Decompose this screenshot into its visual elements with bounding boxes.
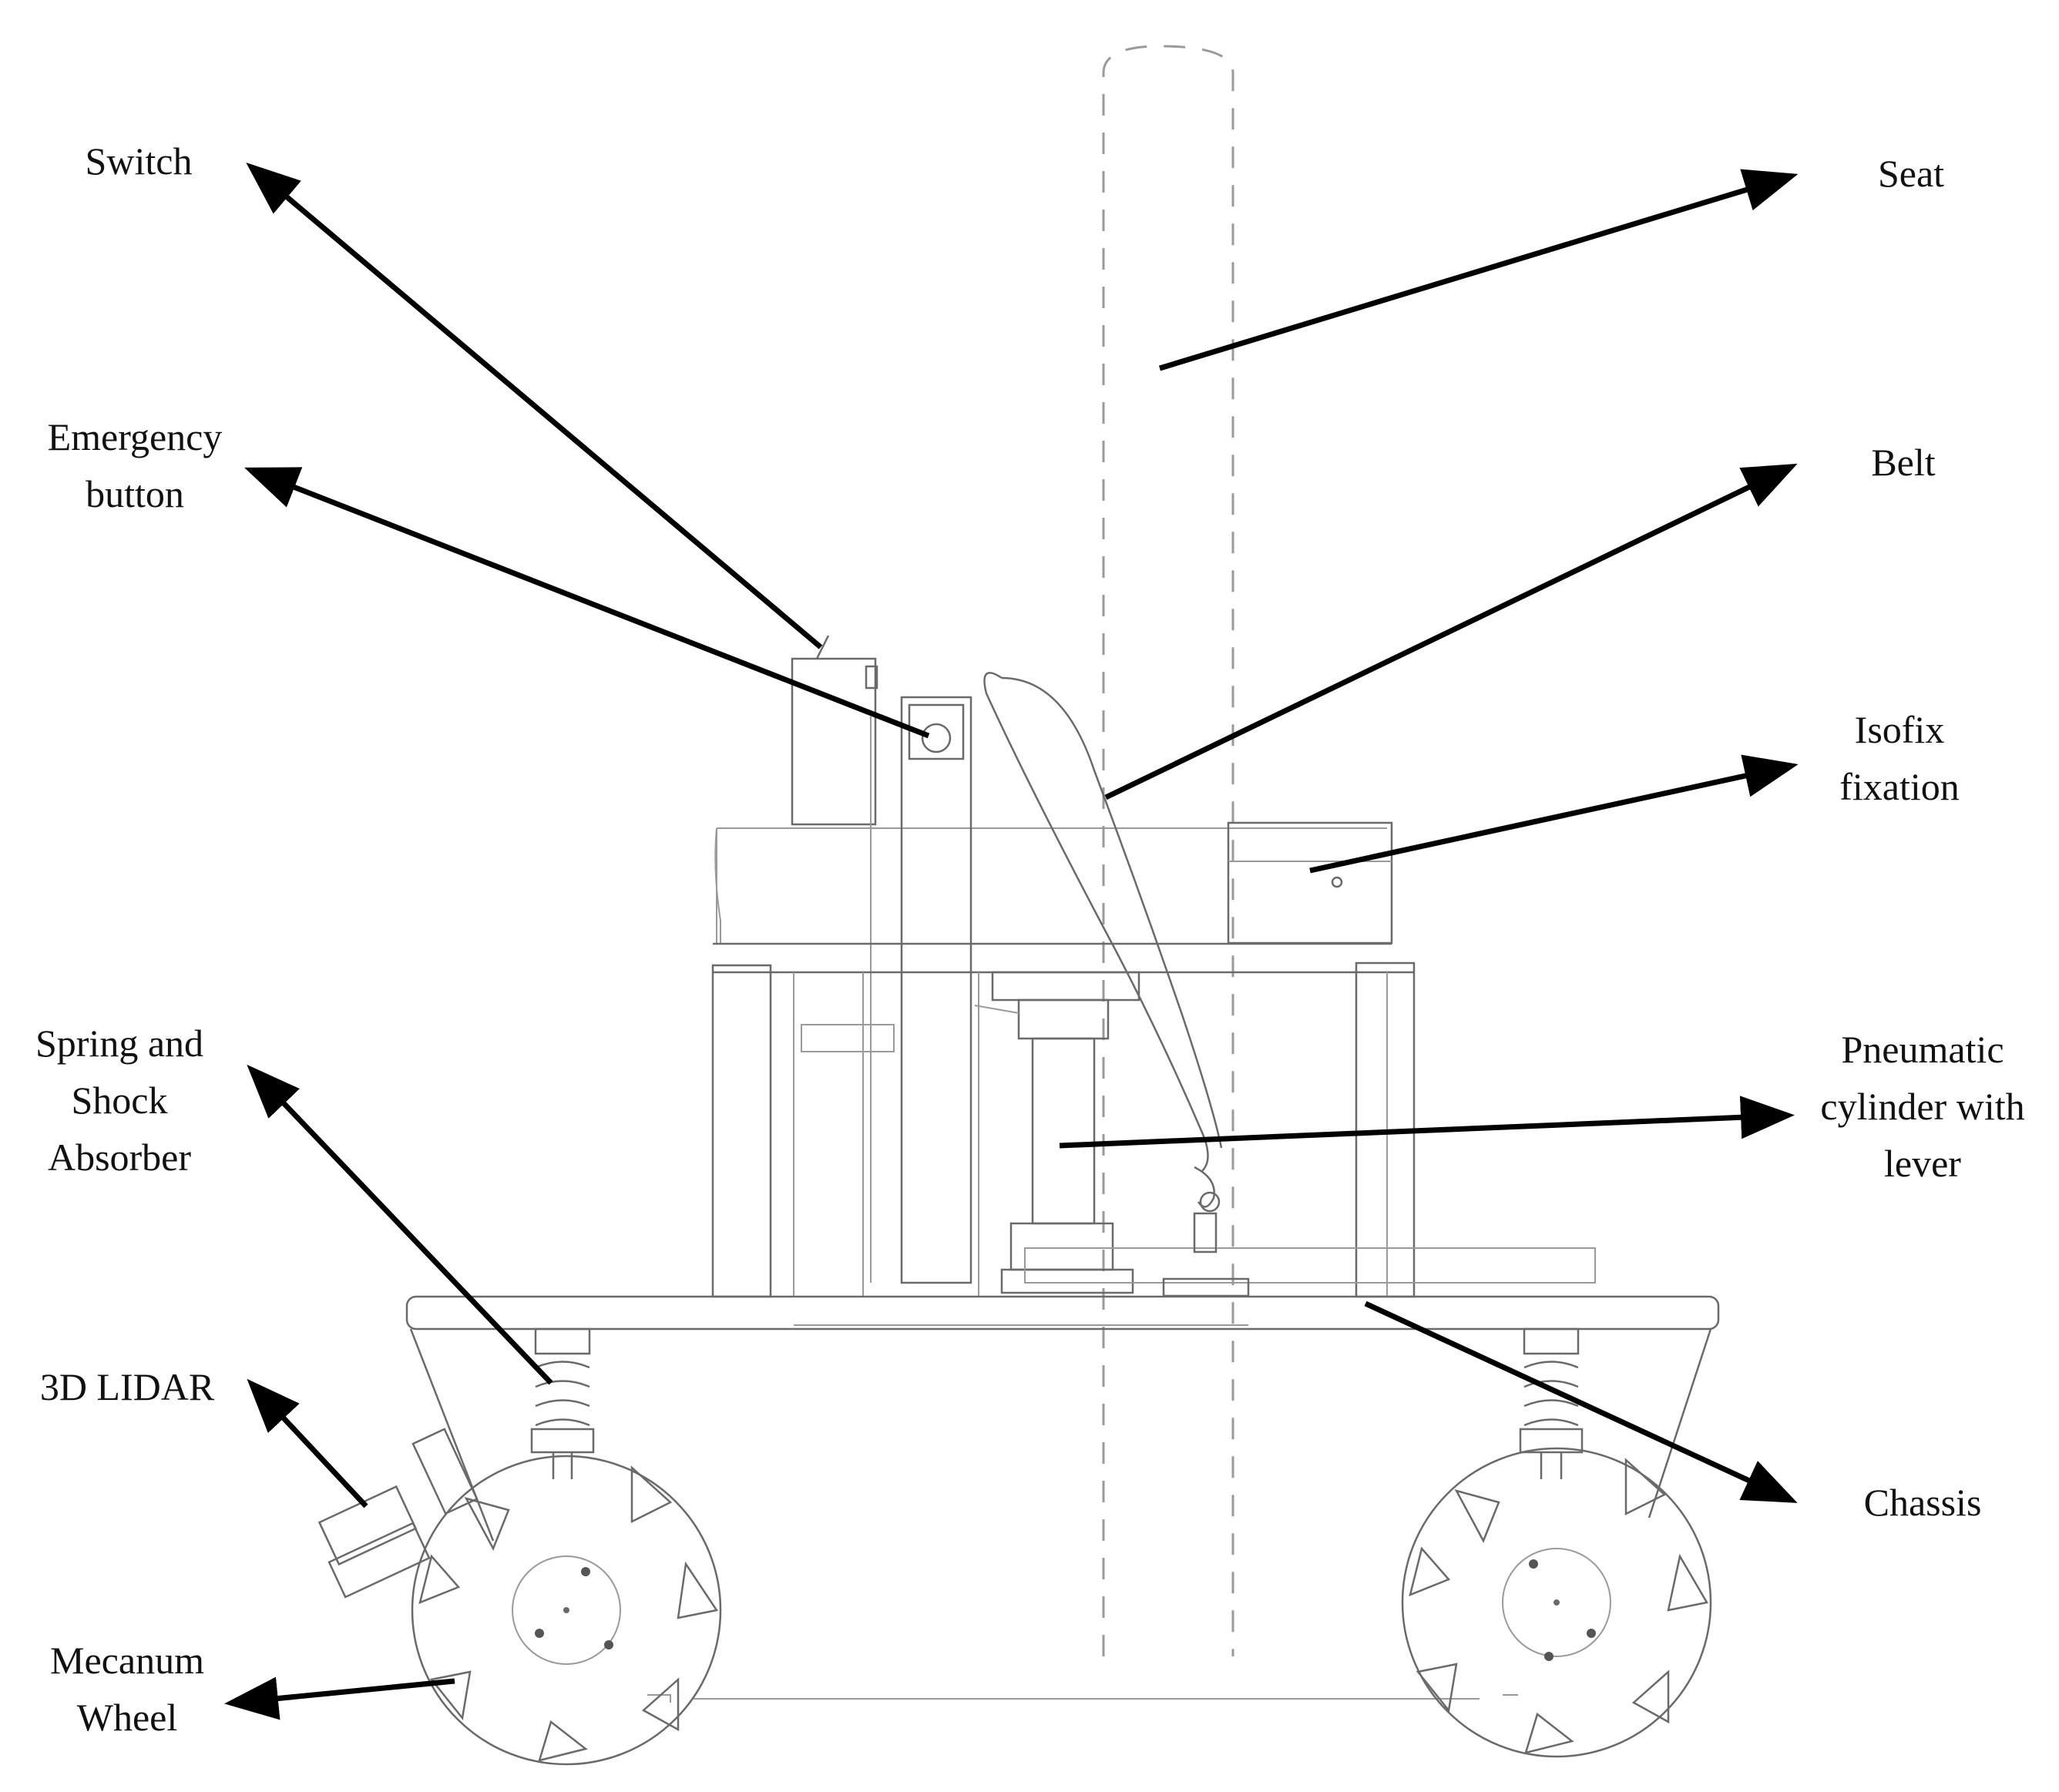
emergency-button-arrow — [244, 467, 930, 739]
seat-outline — [1102, 45, 1234, 1656]
label-emergency-button: Emergency button — [47, 415, 223, 515]
isofix-arrow — [1309, 754, 1799, 874]
frame — [711, 942, 1416, 1298]
lidar-unit — [317, 1428, 479, 1599]
pneumatic-arrow — [1059, 1096, 1795, 1149]
mecanum-wheel-right — [1401, 1447, 1712, 1758]
label-lidar: 3D LIDAR — [39, 1365, 215, 1408]
switch-housing — [791, 635, 878, 826]
spring-shock-arrow — [247, 1064, 553, 1385]
seat-base — [714, 821, 1393, 945]
pneumatic-cylinder — [974, 971, 1596, 1294]
label-belt: Belt — [1871, 441, 1936, 484]
label-chassis: Chassis — [1863, 1481, 1982, 1524]
chassis-arrow — [1364, 1300, 1798, 1503]
label-spring-shock: Spring and Shock Absorber — [35, 1022, 204, 1179]
mecanum-arrow — [224, 1676, 455, 1720]
lidar-arrow — [247, 1378, 368, 1508]
belt-strap — [983, 672, 1250, 1297]
label-pneumatic: Pneumatic cylinder with lever — [1820, 1028, 2025, 1185]
chassis — [405, 1295, 1720, 1703]
switch-arrow — [246, 162, 823, 649]
label-isofix: Isofix fixation — [1839, 708, 1960, 808]
belt-arrow — [1104, 463, 1798, 800]
emergency-button-column — [870, 696, 972, 1284]
seat-arrow — [1158, 169, 1799, 371]
spring-right — [1519, 1327, 1584, 1479]
label-mecanum-wheel: Mecanum Wheel — [50, 1639, 204, 1739]
leader-arrows — [224, 162, 1799, 1720]
mecanum-wheel-left — [411, 1455, 722, 1766]
label-switch: Switch — [85, 139, 193, 183]
label-seat: Seat — [1877, 152, 1945, 195]
